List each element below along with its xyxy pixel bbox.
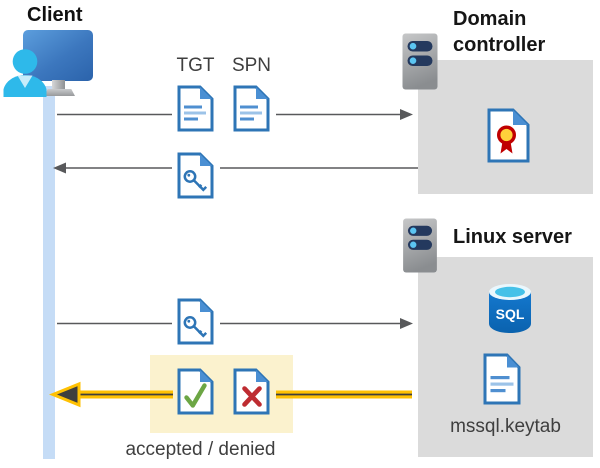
sql-label: SQL xyxy=(496,306,525,322)
monitor-stand-neck xyxy=(52,80,65,90)
result-label: accepted / denied xyxy=(125,439,276,460)
monitor-stand-base xyxy=(44,89,75,96)
client-label: Client xyxy=(27,4,83,26)
keytab-label: mssql.keytab xyxy=(450,416,561,437)
domain-controller-title: Domain controller xyxy=(453,8,546,56)
sql-database-icon: SQL xyxy=(489,284,531,333)
keytab-document-icon xyxy=(483,353,521,405)
arrow-dc-to-client xyxy=(53,162,418,174)
linux-server-title: Linux server xyxy=(453,226,572,248)
arrow-client-to-linux xyxy=(57,318,413,329)
cross-document-icon xyxy=(233,368,270,415)
domain-controller-server-icon xyxy=(402,33,438,90)
tgt-label: TGT xyxy=(176,55,215,76)
certificate-document-icon xyxy=(487,108,530,163)
tgt-document-icon xyxy=(177,85,214,132)
client-person-icon xyxy=(3,49,47,97)
linux-server-server-icon xyxy=(403,218,437,273)
spn-document-icon xyxy=(233,85,270,132)
client-timeline-bar xyxy=(43,86,55,459)
check-document-icon xyxy=(177,368,214,415)
result-highlight-box xyxy=(150,355,293,433)
spn-label: SPN xyxy=(231,55,272,76)
key-document-icon xyxy=(177,152,214,199)
key-document-icon xyxy=(177,298,214,345)
